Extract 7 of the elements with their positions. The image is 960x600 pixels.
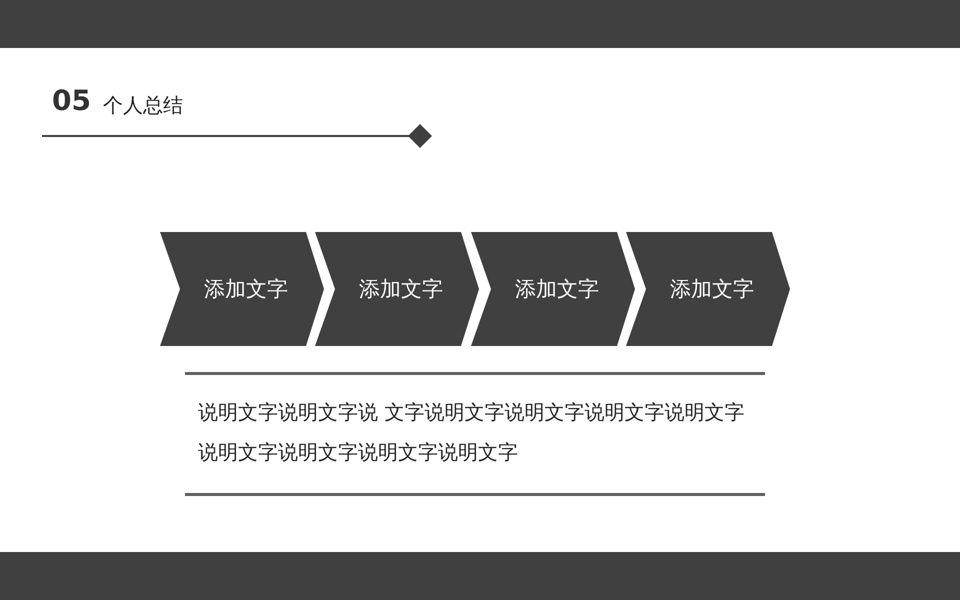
section-number: 05 — [52, 84, 91, 117]
chevron-step: 添加文字 — [626, 232, 790, 346]
description-text: 说明文字说明文字说 文字说明文字说明文字说明文字说明文字说明文字说明文字说明文字说明文字 — [198, 399, 746, 466]
chevron-step: 添加文字 — [471, 232, 635, 346]
chevron-step: 添加文字 — [160, 232, 324, 346]
chevron-step: 添加文字 — [315, 232, 479, 346]
section-title: 个人总结 — [103, 92, 183, 119]
